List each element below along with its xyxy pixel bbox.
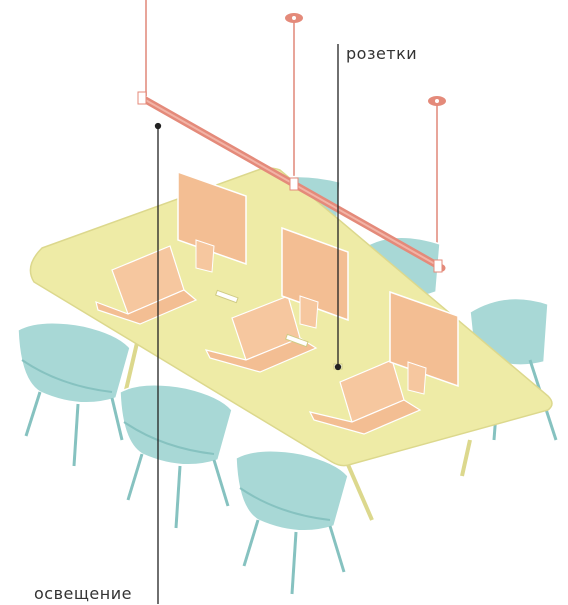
chair-front-1 bbox=[18, 323, 130, 466]
lighting-label: освещение bbox=[34, 584, 132, 603]
chair-front-2 bbox=[120, 385, 232, 528]
leader-sockets-dot bbox=[336, 365, 341, 370]
chair-front-3 bbox=[236, 451, 348, 594]
leader-lighting-dot bbox=[156, 124, 161, 129]
sockets-label: розетки bbox=[346, 44, 417, 63]
